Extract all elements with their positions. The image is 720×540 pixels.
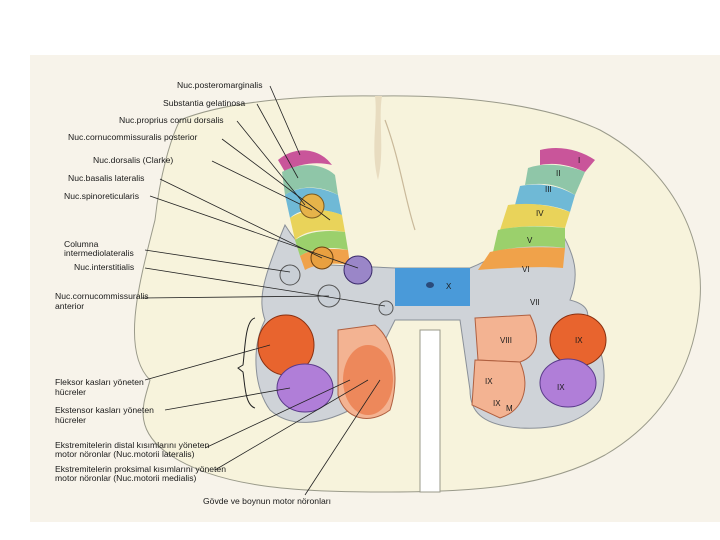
extensor-cells [276, 363, 334, 413]
left-lamina-II [282, 165, 338, 195]
lamina-V-label: V [527, 236, 533, 245]
lamina-IX-right-label: IX [575, 336, 583, 345]
label-distal-1: Ekstremitelerin distal kısımlarını yönet… [55, 440, 209, 450]
lamina-VI-label: VI [522, 265, 530, 274]
right-lamina-II [525, 164, 585, 195]
dorsal-funiculus-left [384, 119, 416, 231]
label-nuc-posteromarginalis: Nuc.posteromarginalis [177, 80, 263, 90]
right-lamina-V [493, 226, 565, 252]
anterior-fissure [419, 329, 441, 493]
label-nuc-proprius: Nuc.proprius cornu dorsalis [119, 115, 224, 125]
right-lamina-VI [478, 247, 565, 270]
leader-lines [141, 85, 386, 496]
label-columna-2: intermediolateralis [64, 248, 134, 258]
lamina-IX-left-label: IX [485, 377, 493, 386]
label-distal-2: motor nöronlar (Nuc.motorii lateralis) [55, 449, 195, 459]
central-canal [426, 282, 434, 288]
lamina-IV-label: IV [536, 209, 544, 218]
left-lamina-IV [290, 210, 345, 240]
label-ekstensor-2: hücreler [55, 415, 86, 425]
nuc-spinoreticularis-circle [343, 255, 373, 285]
label-columna-1: Columna [64, 239, 99, 249]
right-lamina-I [540, 148, 595, 172]
brace [237, 317, 256, 409]
lamina-I-label: I [578, 156, 580, 165]
label-proksimal-1: Ekstremitelerin proksimal kısımlarını yö… [55, 464, 226, 474]
label-nuc-commissuralis-anterior-1: Nuc.cornucommissuralis [55, 291, 149, 301]
lamina-VII-label: VII [530, 298, 540, 307]
right-lamina-IX-medial [471, 359, 526, 419]
left-lamina-V [295, 230, 348, 256]
label-govde: Gövde ve boynun motor nöronları [203, 496, 331, 506]
lamina-II-label: II [556, 169, 560, 178]
lamina-M-label: M [506, 404, 513, 413]
label-substantia-gelatinosa: Substantia gelatinosa [163, 98, 245, 108]
label-fleksor-2: hücreler [55, 387, 86, 397]
right-lamina-III [515, 184, 575, 212]
posterior-septum [374, 96, 382, 180]
right-lamina-IX-ventral [539, 358, 597, 408]
columna-intermediolateralis-circle [279, 264, 301, 286]
label-nuc-basalis-lateralis: Nuc.basalis lateralis [68, 173, 144, 183]
lamina-III-label: III [545, 185, 552, 194]
label-nuc-spinoreticularis: Nuc.spinoreticularis [64, 191, 139, 201]
nuc-interstitialis-circle [378, 300, 394, 316]
label-nuc-dorsalis: Nuc.dorsalis (Clarke) [93, 155, 173, 165]
label-ekstensor-1: Ekstensor kasları yöneten [55, 405, 154, 415]
label-nuc-commissuralis-anterior-2: anterior [55, 301, 84, 311]
lamina-X-label: X [446, 282, 452, 291]
label-nuc-commissuralis-posterior: Nuc.cornucommissuralis posterior [68, 132, 198, 142]
lamina-IX-m-label: IX [493, 399, 501, 408]
label-proksimal-2: motor nöronlar (Nuc.motorii medialis) [55, 473, 196, 483]
right-lamina-IV [500, 203, 570, 230]
lamina-IX-ventral-label: IX [557, 383, 565, 392]
label-nuc-interstitialis: Nuc.interstitialis [74, 262, 134, 272]
label-fleksor-1: Fleksor kasları yöneten [55, 377, 144, 387]
lamina-VIII-label: VIII [500, 336, 512, 345]
